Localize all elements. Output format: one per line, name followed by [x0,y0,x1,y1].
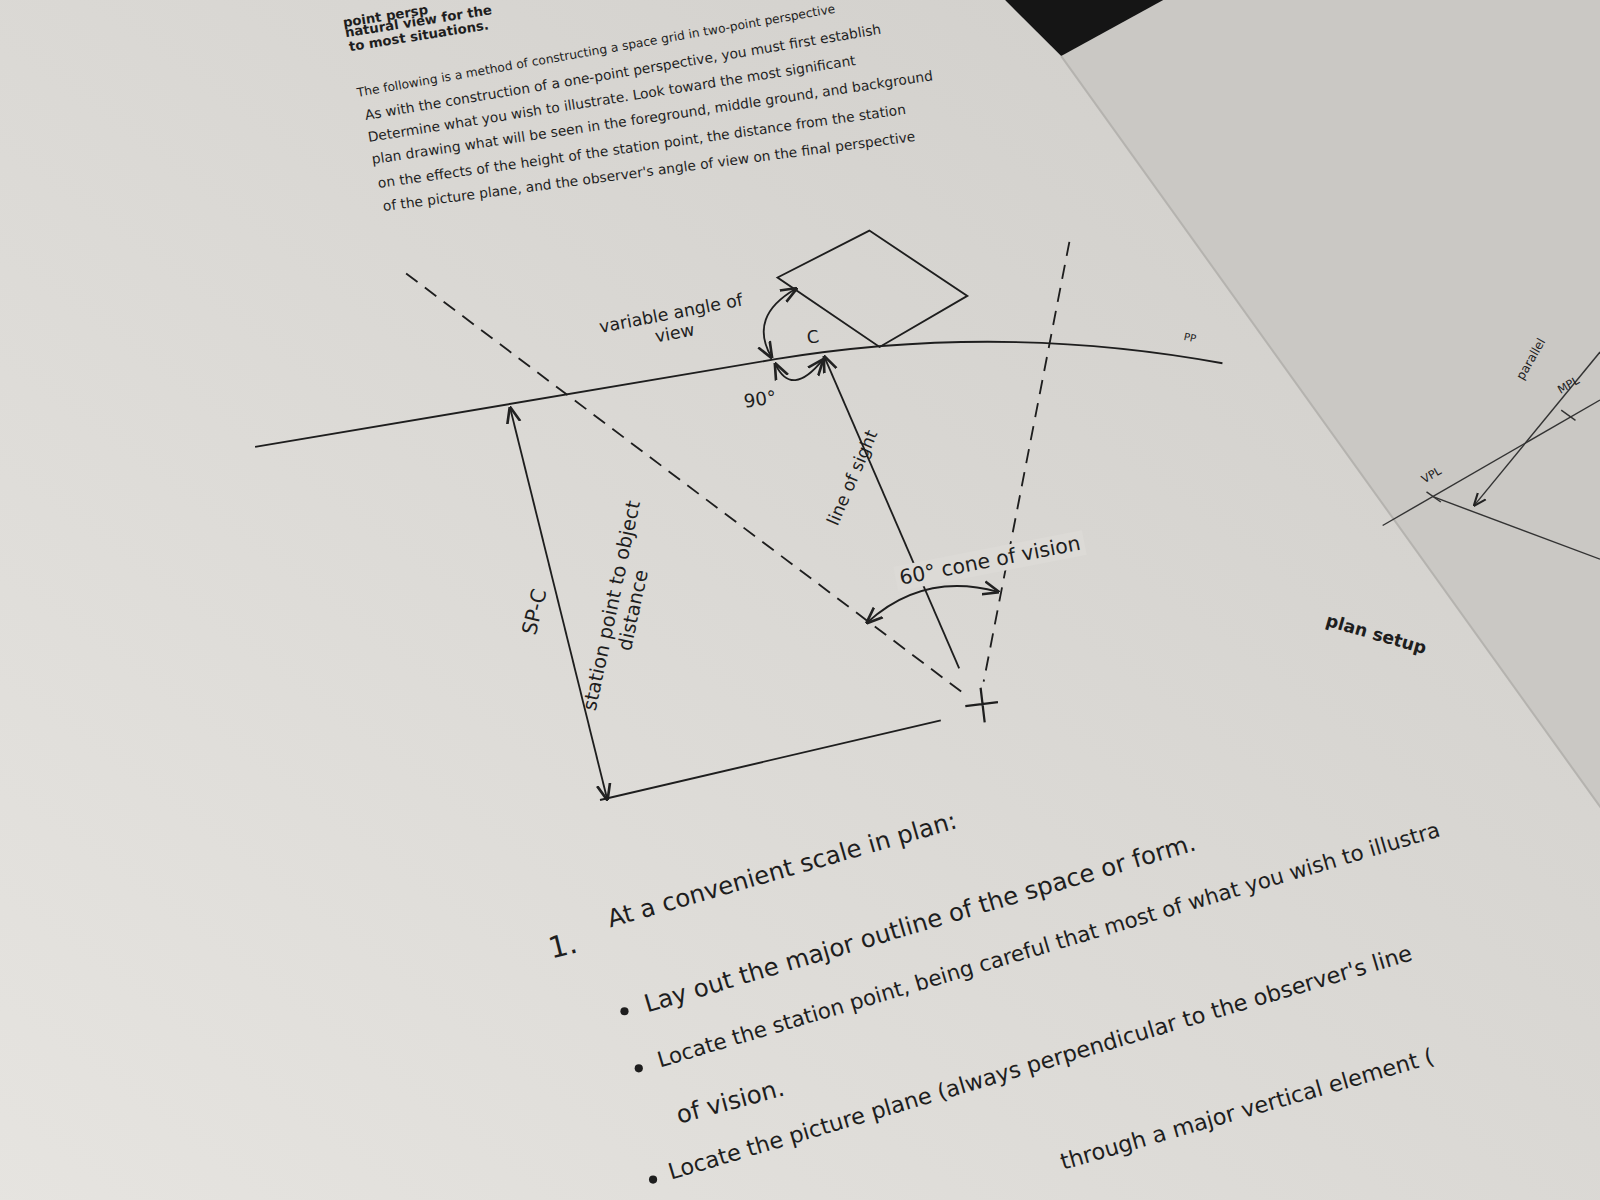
step-number: 1. [545,926,581,966]
cone-edge-dashed [984,242,1070,682]
bullet [649,1176,657,1184]
point-label: C [806,327,821,348]
cone-label: 60° cone of vision [893,530,1086,592]
parallel-line [1474,352,1600,505]
figure-caption: plan setup [1323,611,1428,659]
angle-label: variable angle of view [595,290,753,358]
cone-edge-dashed [406,273,964,693]
angle-value: 90° [743,386,778,411]
bullet [620,1007,628,1015]
angle-arc [764,289,796,357]
bullet-dots [620,1007,657,1184]
step-text: through a major vertical element ( [1058,1044,1437,1176]
figure-label: parallel [1513,336,1548,382]
figure-label: VPL [1419,465,1443,487]
dimension-label: station point to object distance [579,496,668,720]
figure-label: MPL [1556,374,1582,397]
right-page [1061,0,1600,852]
page-gap [1005,0,1163,56]
extension-line [600,720,941,800]
right-angle-arc [776,360,823,380]
bullet [635,1064,643,1072]
right-page-figure [1383,352,1600,559]
ray-line [1434,497,1600,559]
vpl-line [1383,400,1600,526]
tick-mark [1561,410,1575,420]
plane-label: PP [1183,331,1197,345]
page-edge [1061,56,1600,852]
step-text: Locate the station point, being careful … [655,818,1444,1073]
line-of-sight-arrow [824,357,959,668]
dimension-label: SP-C [518,587,552,638]
step-text: of vision. [673,1074,787,1130]
cone-arc [867,586,998,622]
station-point-cross [965,688,998,723]
picture-plane-line [255,342,1222,447]
line-label: line of sight [824,427,883,528]
plan-setup-figure [255,231,1222,800]
tick-mark [1427,492,1441,502]
dimension-line [510,408,607,799]
